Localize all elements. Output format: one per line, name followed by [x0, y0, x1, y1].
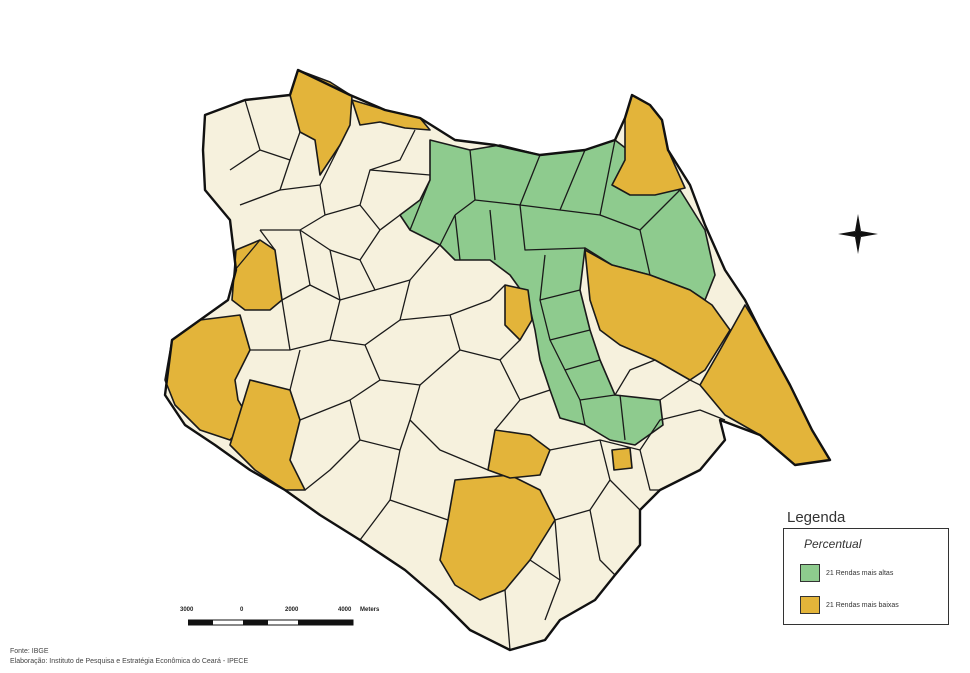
- legend-subtitle: Percentual: [804, 537, 862, 551]
- low-income-region-west-2: [231, 239, 283, 311]
- neighborhood-boundaries-east: [409, 139, 681, 441]
- north-arrow-compass-icon: [838, 214, 878, 254]
- legend-swatch-high-income: [800, 564, 820, 582]
- scale-bar: 3000 0 2000 4000 Meters: [180, 607, 379, 633]
- neighborhood-boundaries-west: [229, 99, 551, 541]
- scale-label-1: 0: [240, 607, 244, 613]
- scale-bar-graphic: [187, 619, 354, 626]
- legend: Percentual 21 Rendas mais altas 21 Renda…: [783, 528, 949, 625]
- scale-label-3: 4000: [338, 607, 352, 613]
- source-text: Fonte: IBGE: [10, 648, 49, 655]
- legend-label-high-income: 21 Rendas mais altas: [826, 569, 894, 577]
- legend-swatch-low-income: [800, 596, 820, 614]
- city-outline: [163, 68, 832, 652]
- legend-item-low-income: 21 Rendas mais baixas: [800, 595, 899, 615]
- scale-label-4: Meters: [360, 607, 380, 613]
- legend-label-low-income: 21 Rendas mais baixas: [826, 601, 899, 609]
- low-income-region-small: [611, 447, 633, 471]
- scale-label-0: 3000: [180, 607, 194, 613]
- low-income-region-central: [504, 284, 533, 341]
- low-income-region-north: [289, 69, 353, 176]
- legend-item-high-income: 21 Rendas mais altas: [800, 563, 893, 583]
- neighborhood-boundaries-south: [504, 359, 726, 651]
- credit-text: Elaboração: Instituto de Pesquisa e Estr…: [10, 658, 249, 665]
- legend-title: Legenda: [787, 509, 846, 526]
- scale-label-2: 2000: [285, 607, 299, 613]
